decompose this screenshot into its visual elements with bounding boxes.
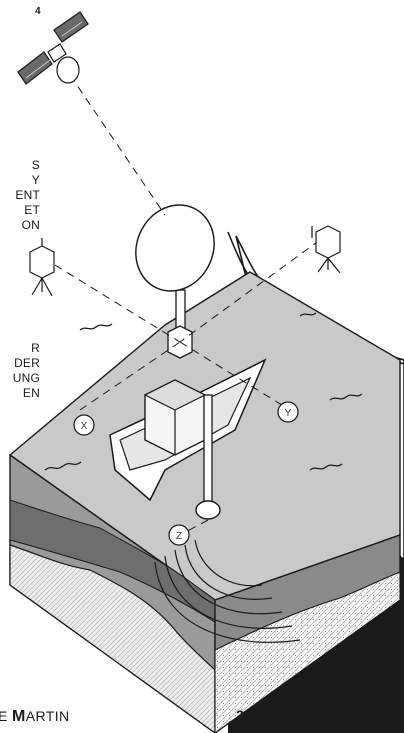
tagline-years: 20 ANS [236,707,285,723]
left-text-line: R [0,341,40,356]
left-text-line: ENT [0,188,40,203]
brand-rest: ARTIN [26,708,70,724]
transducer-pole [204,395,212,505]
left-text-line: UNG [0,371,40,386]
left-text-line: EN [0,386,40,401]
left-text-line: ON [0,218,40,233]
axis-y-marker: Y [278,402,298,422]
axis-z-marker: Z [169,525,189,545]
left-text-line: S [0,158,40,173]
axis-y-label: Y [285,408,292,419]
satellite [18,12,88,84]
axis-z-label: Z [176,531,182,542]
axis-x-marker: X [74,415,94,435]
left-text-line: DER [0,356,40,371]
brand-initial: M [12,708,26,725]
ground-station-left [30,238,54,296]
left-text-fragment-1: S Y ENT ET ON [0,158,40,233]
satellite-dish [122,192,228,304]
transducer [196,501,220,519]
left-text-fragment-2: R DER UNG EN [0,341,40,401]
tagline: 20 ANS D'EXPÉRIENCE [236,707,391,723]
ground-station-right [312,226,340,273]
left-text-line: ET [0,203,40,218]
top-mark: 4 [35,6,41,17]
brand-prefix: E [0,708,12,724]
brand-name: E MARTIN [0,708,70,726]
axis-x-label: X [81,421,88,432]
tagline-rest: D'EXPÉRIENCE [285,707,392,723]
left-text-line: Y [0,173,40,188]
